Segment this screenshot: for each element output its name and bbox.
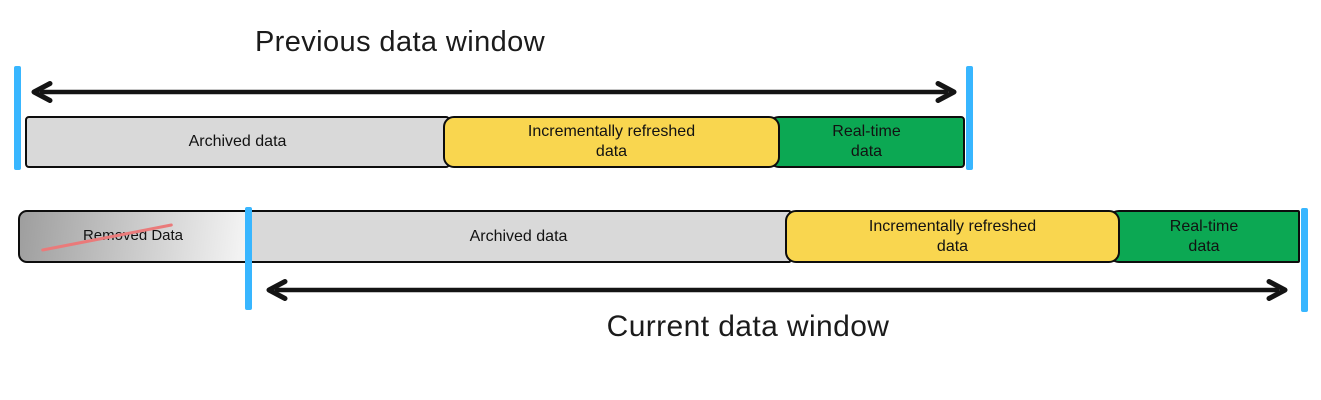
current-window-bar: Removed Data Archived data Real-time dat… <box>18 210 1300 263</box>
previous-archived-data-label: Archived data <box>188 133 287 151</box>
current-window-right-boundary-marker <box>1301 208 1308 312</box>
previous-window-title: Previous data window <box>254 26 546 58</box>
previous-window-left-boundary-marker <box>14 66 21 170</box>
current-archived-data-segment: Archived data <box>246 210 791 263</box>
previous-realtime-data-segment: Real-time data <box>768 116 965 168</box>
current-window-double-arrow-icon <box>266 279 1288 301</box>
current-realtime-data-label: Real-time data <box>1169 217 1239 255</box>
previous-window-bar: Archived data Real-time data Incremental… <box>25 116 965 168</box>
current-realtime-data-segment: Real-time data <box>1108 210 1300 263</box>
previous-incrementally-refreshed-label: Incrementally refreshed data <box>527 123 696 160</box>
previous-window-double-arrow-icon <box>31 81 957 103</box>
current-archived-data-label: Archived data <box>469 227 568 245</box>
previous-archived-data-segment: Archived data <box>25 116 450 168</box>
previous-window-right-boundary-marker <box>966 66 973 170</box>
current-window-title: Current data window <box>606 310 890 343</box>
current-window-left-boundary-marker <box>245 207 252 310</box>
previous-incrementally-refreshed-segment: Incrementally refreshed data <box>443 116 780 168</box>
removed-data-label: Removed Data <box>82 227 184 245</box>
removed-data-segment: Removed Data <box>18 210 248 263</box>
previous-realtime-data-label: Real-time data <box>832 123 901 160</box>
current-incrementally-refreshed-segment: Incrementally refreshed data <box>785 210 1120 263</box>
current-incrementally-refreshed-label: Incrementally refreshed data <box>868 217 1037 255</box>
